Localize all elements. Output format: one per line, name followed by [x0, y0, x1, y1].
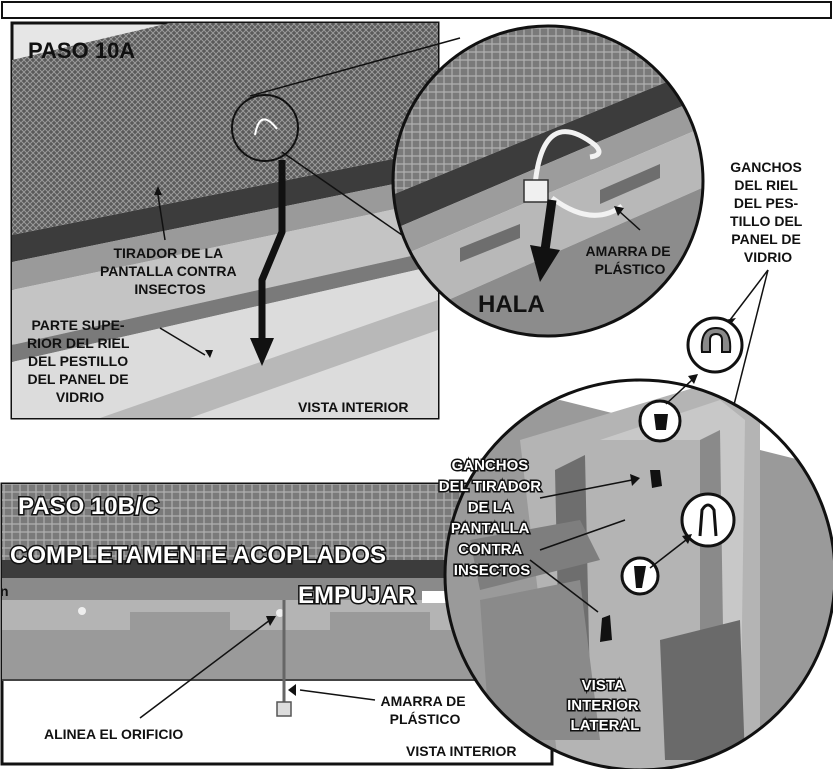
pull-arrow [258, 160, 286, 338]
screen-mesh [12, 23, 438, 235]
pull-action-label: HALA [478, 291, 545, 318]
fully-engaged-label: COMPLETAMENTE ACOPLADOS [10, 542, 386, 569]
side-view-magnifier [443, 374, 833, 769]
align-hole-label: ALINEA EL ORIFICIO [44, 726, 183, 742]
zip-tie-label-10bc: AMARRA DE PLÁSTICO [381, 693, 470, 727]
side-view-label: VISTA INTERIOR LATERAL [567, 677, 643, 734]
latch-hooks-label: GANCHOS DEL RIEL DEL PES- TILLO DEL PANE… [730, 159, 806, 265]
zip-tie-label-10a: AMARRA DE PLÁSTICO [586, 243, 675, 277]
step-10bc-title: PASO 10B/C [18, 493, 159, 520]
screen-hooks-label: GANCHOS DEL TIRADOR DE LA PANTALLA CONTR… [439, 457, 545, 579]
view-label-10bc: VISTA INTERIOR [406, 743, 516, 759]
latch-rail-top-label: PARTE SUPE- RIOR DEL RIEL DEL PESTILLO D… [27, 317, 133, 405]
latch-hook-detail [686, 316, 744, 374]
panel-10a: PASO 10A TIRADOR DE LA PANTALLA CONTRA I… [10, 21, 440, 420]
magnifier-10a: AMARRA DE PLÁSTICO HALA [391, 24, 705, 338]
stray-char: n [0, 583, 9, 599]
push-label: EMPUJAR [298, 582, 415, 609]
top-frame-bar [1, 1, 832, 19]
view-label-10a: VISTA INTERIOR [298, 399, 408, 415]
pull-tab-highlight [231, 94, 299, 162]
step-10a-title: PASO 10A [28, 38, 135, 63]
pull-tab-label: TIRADOR DE LA PANTALLA CONTRA INSECTOS [100, 245, 240, 297]
